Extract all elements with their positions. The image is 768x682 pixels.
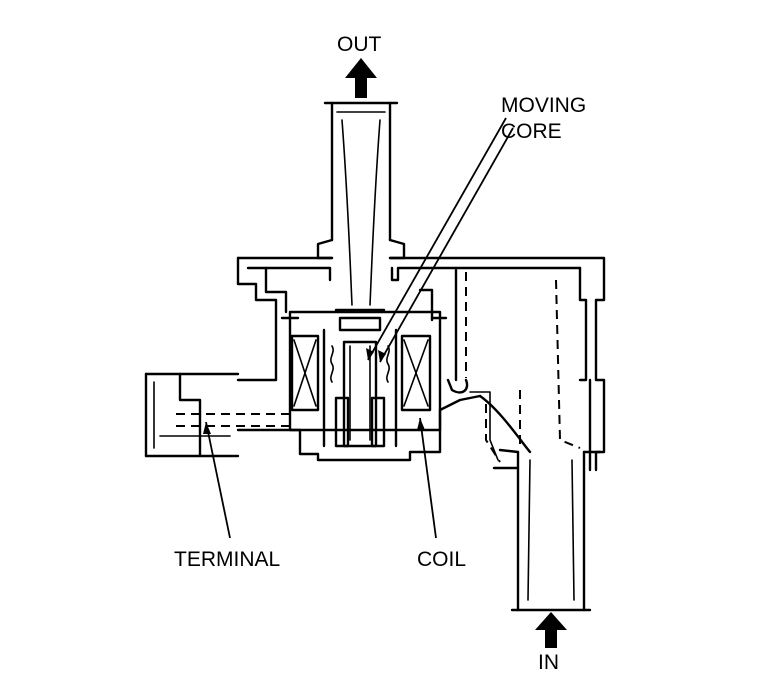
leader-lines — [203, 117, 514, 539]
moving-core-label-line1: MOVING — [501, 94, 587, 117]
terminal-connector — [144, 372, 296, 458]
inlet-tube — [492, 448, 602, 612]
out-label: OUT — [337, 33, 382, 56]
moving-core — [322, 308, 398, 448]
in-arrow — [535, 612, 567, 648]
in-label: IN — [538, 651, 559, 674]
moving-core-label-line2: CORE — [501, 120, 562, 143]
coil-label: COIL — [417, 548, 467, 571]
coil-assembly — [280, 310, 448, 432]
terminal-label: TERMINAL — [174, 548, 281, 571]
outlet-tube — [316, 101, 406, 306]
out-arrow — [345, 58, 377, 98]
